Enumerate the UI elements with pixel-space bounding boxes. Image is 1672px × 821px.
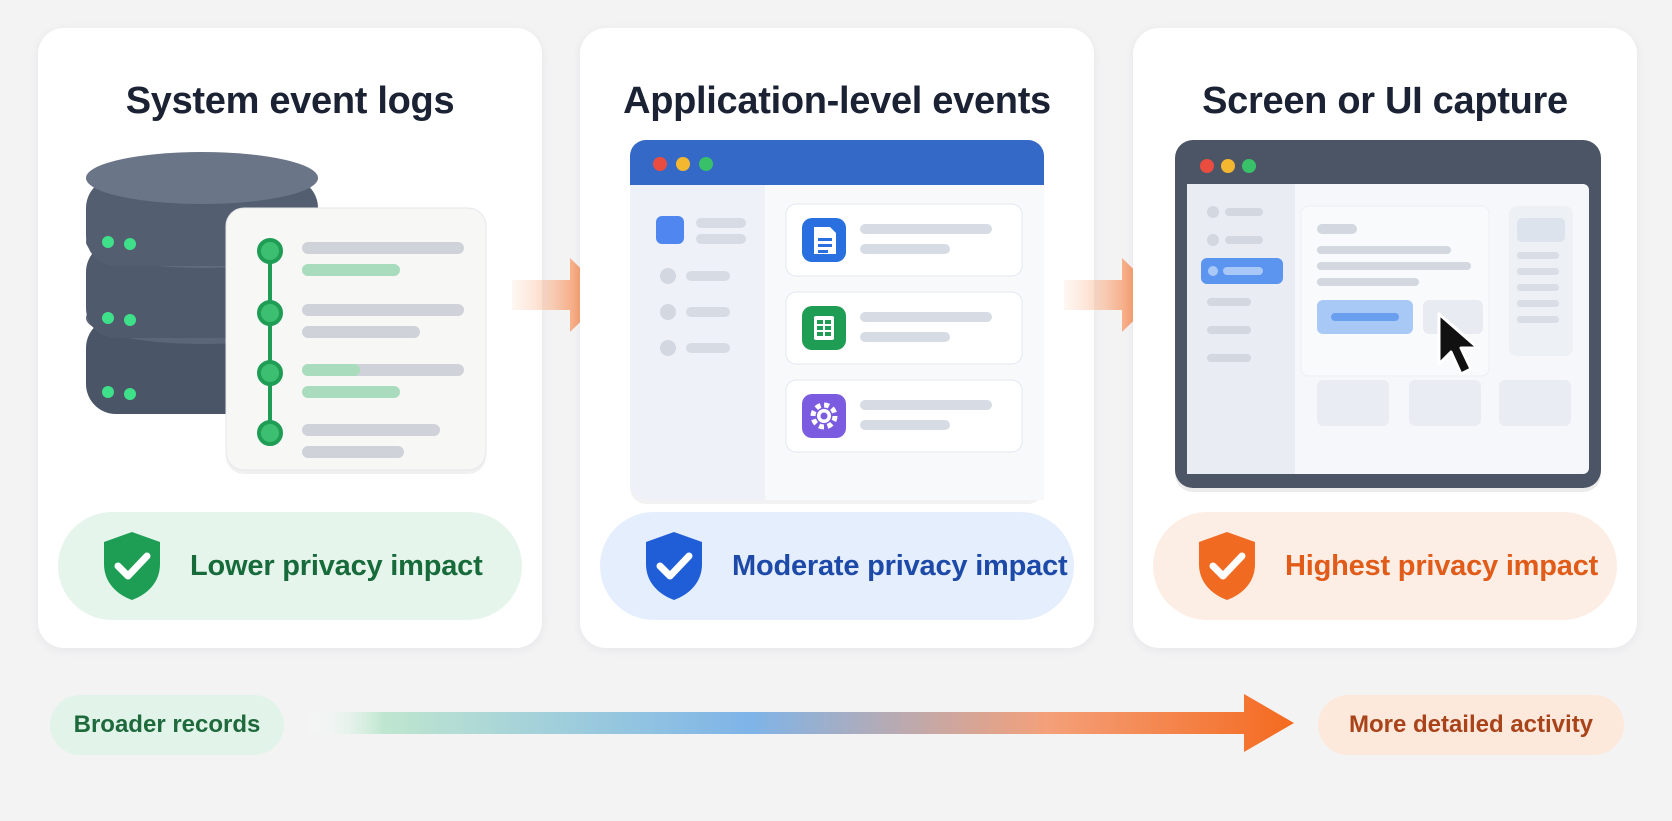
card-system-event-logs: System event logs [38,28,542,648]
sheets-icon [802,306,846,350]
detail-gradient-arrow-icon [304,694,1294,752]
scale-label-detailed: More detailed activity [1318,695,1624,755]
docs-icon [802,218,846,262]
app-window-illustration [630,140,1044,504]
monitor-icon [1175,140,1601,492]
log-timeline-icon [225,207,487,474]
card-title: System event logs [125,80,455,122]
app-window-icon [630,140,1044,504]
shield-check-icon [646,532,702,600]
card-application-level-events: Application-level events [580,28,1094,648]
screen-capture-illustration [1175,140,1601,492]
database-log-illustration [86,152,487,474]
shield-check-icon [1199,532,1255,600]
settings-gear-icon [802,394,846,438]
privacy-impact-badge: Moderate privacy impact [600,512,1074,620]
shield-check-icon [104,532,160,600]
card-title: Application-level events [623,80,1051,122]
scale-label-broader: Broader records [50,695,284,755]
privacy-impact-badge: Highest privacy impact [1153,512,1617,620]
card-title: Screen or UI capture [1202,80,1568,122]
card-screen-ui-capture: Screen or UI capture [1133,28,1637,648]
privacy-impact-badge: Lower privacy impact [58,512,522,620]
cursor-arrow-icon [1437,312,1480,376]
privacy-impact-label: Highest privacy impact [1285,549,1599,582]
privacy-impact-label: Moderate privacy impact [732,549,1068,582]
privacy-impact-label: Lower privacy impact [190,549,483,582]
